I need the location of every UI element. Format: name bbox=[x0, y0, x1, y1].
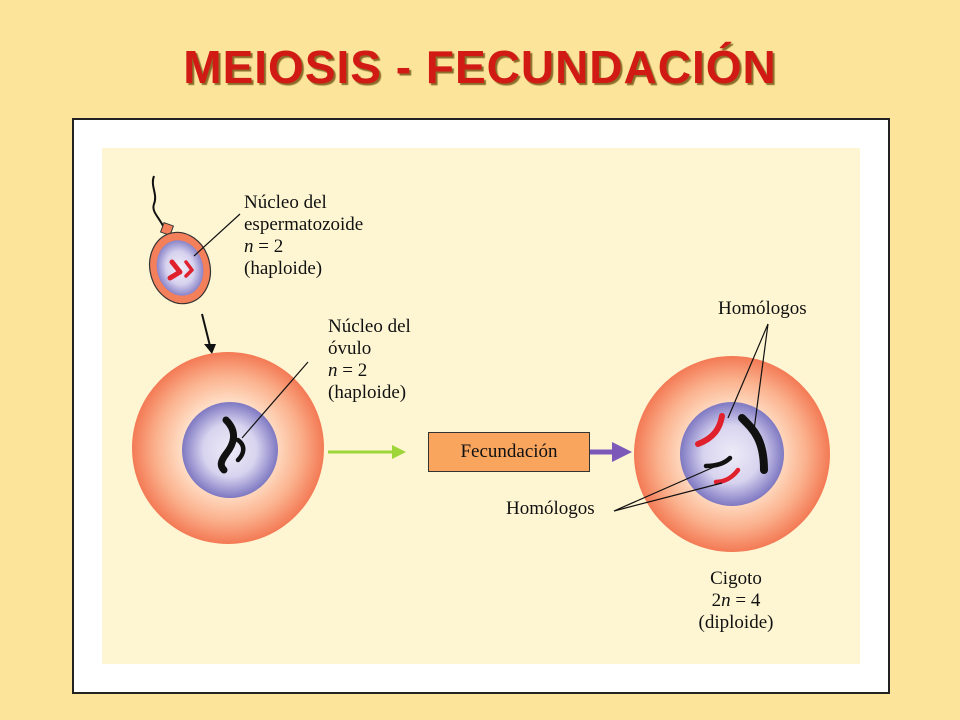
sperm-label-ploidy: (haploide) bbox=[244, 258, 323, 279]
page-title: MEIOSIS - FECUNDACIÓN bbox=[183, 41, 777, 93]
homologos-bottom-label: Homólogos bbox=[506, 498, 595, 519]
zygote-n-prefix: 2 bbox=[711, 590, 722, 611]
sperm-chromosome-1 bbox=[167, 259, 183, 281]
homologos-bottom-leader-1 bbox=[613, 466, 715, 512]
zygote-chromosome-red-small bbox=[713, 467, 741, 485]
purple-arrowhead bbox=[612, 442, 632, 462]
homologos-top-leader-1 bbox=[727, 323, 769, 419]
zygote-nucleus bbox=[680, 402, 784, 506]
zygote-label: Cigoto 2n = 4 (diploide) bbox=[688, 568, 784, 634]
sperm-n-symbol: n bbox=[244, 236, 254, 257]
ovum-label-ploidy: (haploide) bbox=[328, 382, 407, 403]
zygote-chromosome-red-large bbox=[695, 413, 725, 447]
zygote-chromosome-black-large bbox=[738, 414, 768, 474]
ovum-n-symbol: n bbox=[328, 360, 338, 381]
homologos-top-leader-2 bbox=[753, 323, 769, 431]
sperm-label-line2: espermatozoide bbox=[244, 214, 364, 235]
homologos-top-label: Homólogos bbox=[718, 298, 807, 319]
zygote-n-symbol: n bbox=[721, 590, 731, 611]
ovum-label-line2: óvulo bbox=[328, 338, 372, 359]
fertilization-diagram bbox=[132, 175, 830, 552]
fecundacion-box: Fecundación bbox=[428, 432, 590, 472]
homologos-bottom-leader-2 bbox=[613, 482, 723, 512]
zygote-label-line1: Cigoto bbox=[710, 568, 762, 589]
zygote-chromosome-black-small bbox=[703, 455, 733, 469]
diagram-panel: Núcleo del espermatozoide n = 2 (haploid… bbox=[102, 148, 860, 664]
sperm-arrowhead bbox=[204, 344, 216, 354]
sperm-neck bbox=[159, 221, 175, 237]
ovum-n-value: = 2 bbox=[337, 360, 368, 381]
green-arrowhead bbox=[392, 445, 406, 459]
sperm-n-value: = 2 bbox=[253, 236, 284, 257]
ovum-label-line1: Núcleo del bbox=[328, 316, 411, 337]
ovum-chromosome-1 bbox=[217, 416, 237, 474]
ovum-chromosome-2 bbox=[235, 437, 246, 463]
sperm-label: Núcleo del espermatozoide n = 2 (haploid… bbox=[244, 192, 363, 280]
sperm-label-n: n = 2 bbox=[244, 236, 363, 258]
sperm-arrow bbox=[201, 313, 211, 347]
zygote-label-ploidy: (diploide) bbox=[698, 612, 774, 633]
diagram-frame: Núcleo del espermatozoide n = 2 (haploid… bbox=[72, 118, 890, 694]
sperm-tail bbox=[151, 175, 165, 229]
zygote-label-n: 2n = 4 bbox=[688, 590, 784, 612]
sperm-label-line1: Núcleo del bbox=[244, 192, 327, 213]
zygote-n-value: = 4 bbox=[730, 590, 761, 611]
sperm-chromosome-2 bbox=[184, 260, 194, 278]
ovum-label: Núcleo del óvulo n = 2 (haploide) bbox=[328, 316, 411, 404]
ovum-label-n: n = 2 bbox=[328, 360, 411, 382]
ovum-leader-line bbox=[241, 361, 309, 439]
sperm-leader-line bbox=[193, 213, 241, 257]
